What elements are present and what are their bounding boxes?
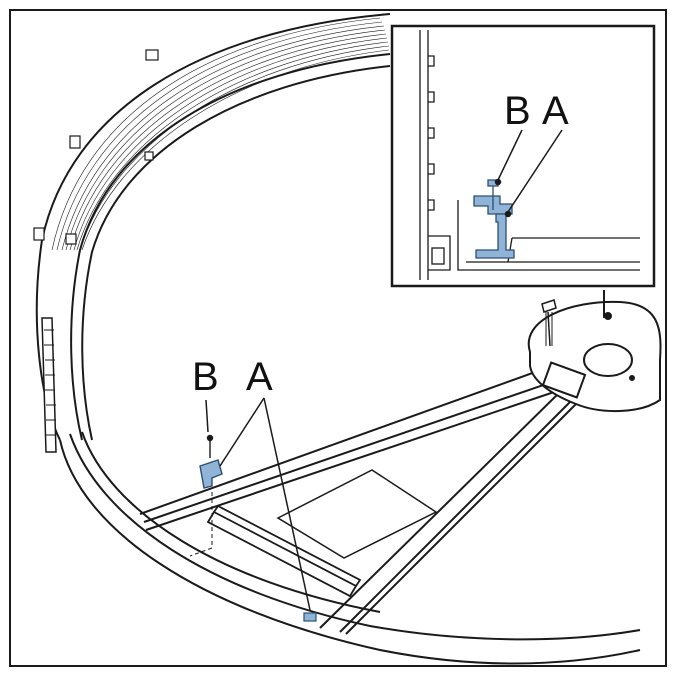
round-wall: [35, 13, 391, 441]
main-label-a: A: [246, 355, 273, 399]
inset-rail: [457, 200, 640, 271]
bracket-main: [199, 459, 223, 489]
main-leaders: [205, 397, 311, 611]
radial-beam-left: [139, 365, 561, 531]
wall-clips: [33, 49, 159, 245]
floor-panel: [276, 469, 438, 559]
detail-inset: B A: [390, 24, 656, 288]
seam-strip: [41, 317, 57, 453]
screw-main: [206, 434, 214, 458]
inset-label-b: B: [504, 89, 531, 133]
hub-bolt: [541, 299, 557, 347]
inset-tooth-strip: [419, 30, 451, 280]
inset-leaders: [494, 129, 563, 218]
main-label-b: B: [192, 355, 219, 399]
radial-beam-bottom: [319, 391, 581, 635]
guide-lines: [189, 492, 213, 557]
inset-label-a: A: [542, 89, 569, 133]
floor-rail: [206, 504, 362, 598]
bracket-lower: [303, 612, 317, 622]
center-hub: [527, 290, 662, 412]
